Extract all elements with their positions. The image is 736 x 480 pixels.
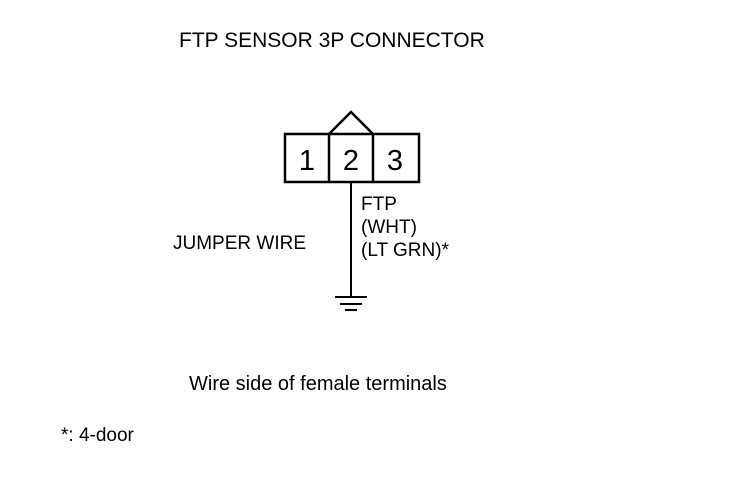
ftp-signal-label: FTP	[361, 194, 397, 215]
wire-color-alternate: (LT GRN)*	[361, 240, 449, 261]
footnote: *: 4-door	[61, 425, 134, 446]
connector-lock-tab	[328, 110, 374, 135]
diagram-title: FTP SENSOR 3P CONNECTOR	[179, 29, 485, 52]
wire-color-primary: (WHT)	[361, 217, 417, 238]
connector-3p: 1 2 3	[283, 110, 421, 184]
pin-1-label: 1	[299, 145, 315, 177]
pin-2-label: 2	[343, 145, 359, 177]
terminal-view-caption: Wire side of female terminals	[189, 373, 447, 395]
pin-3-label: 3	[387, 145, 403, 177]
connector-housing	[283, 132, 421, 184]
jumper-wire-label: JUMPER WIRE	[173, 233, 306, 254]
ground-symbol	[335, 296, 367, 311]
